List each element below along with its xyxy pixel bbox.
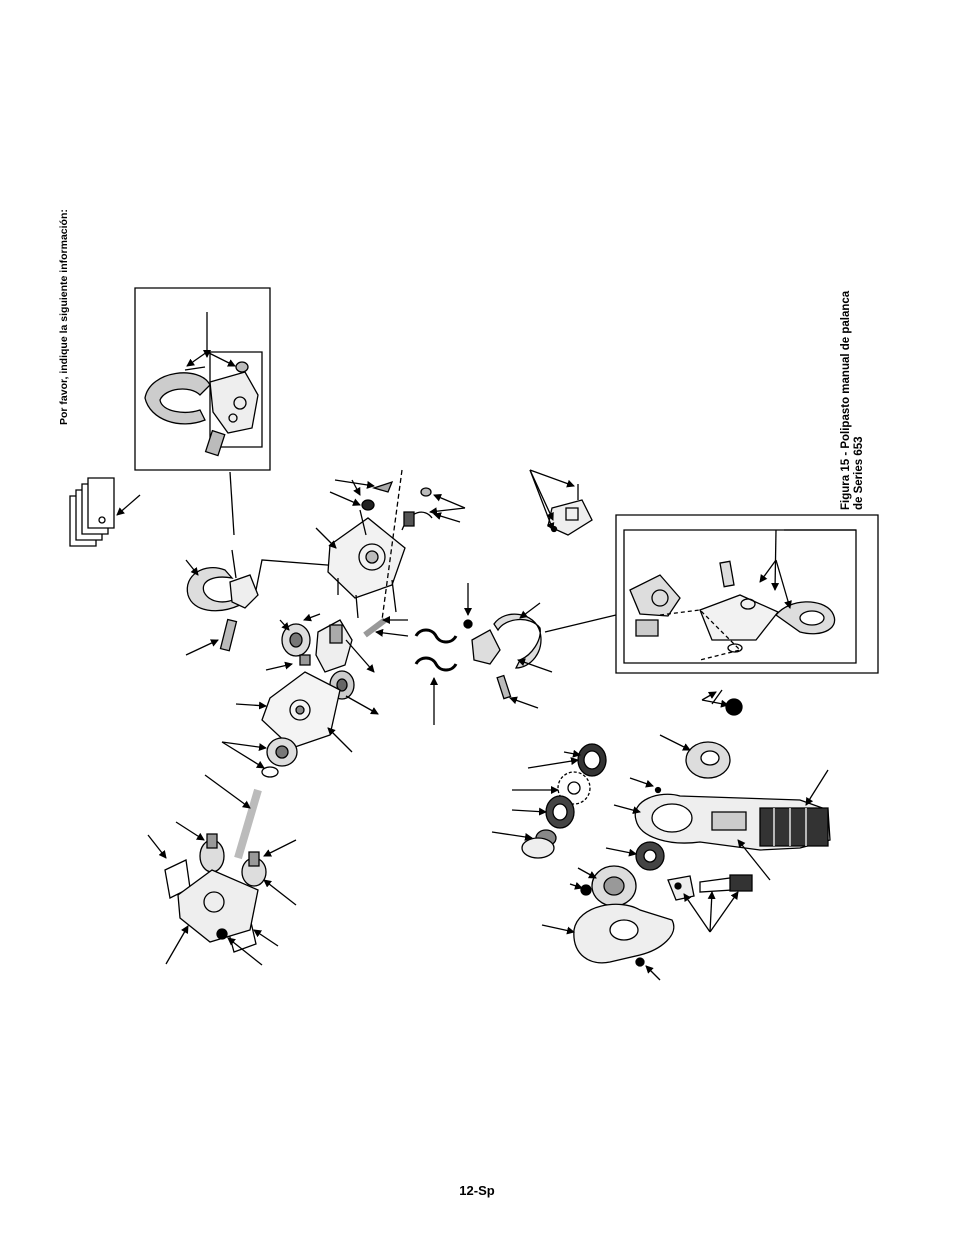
- load-chain: [416, 630, 456, 725]
- top-hook-assembly: [186, 550, 340, 655]
- load-pin: [365, 616, 408, 636]
- gear-cluster: [266, 614, 379, 714]
- shaft-bearing: [205, 738, 297, 858]
- gear-housing: [542, 842, 674, 980]
- tag-cards: [70, 478, 140, 546]
- brake-parts: [668, 875, 752, 932]
- gear-plate: [236, 672, 352, 752]
- page-number: 12-Sp: [459, 1183, 495, 1198]
- lever-handle-assembly: [614, 690, 830, 880]
- bottom-hook-assembly: [464, 583, 616, 708]
- hook-detail-inset: [135, 288, 270, 535]
- frame-plate: [316, 470, 405, 620]
- swivel-hook-detail-inset: [616, 515, 878, 673]
- gear-cover: [166, 870, 278, 965]
- ratchet-discs: [492, 744, 606, 858]
- bracket-part: [530, 470, 592, 535]
- pawl-spring: [402, 488, 465, 530]
